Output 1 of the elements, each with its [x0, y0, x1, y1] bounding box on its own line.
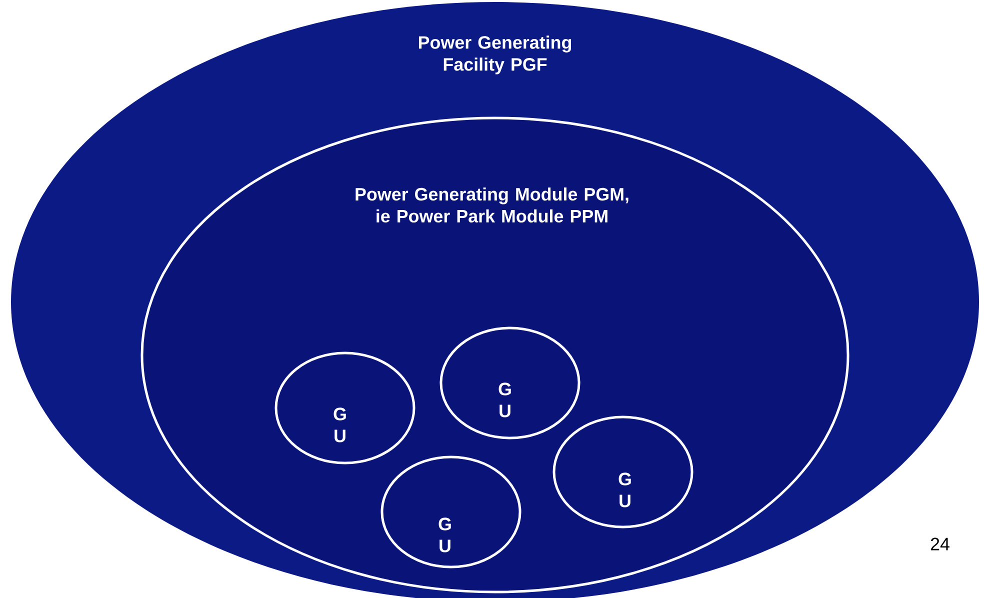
page-number: 24: [930, 538, 950, 550]
